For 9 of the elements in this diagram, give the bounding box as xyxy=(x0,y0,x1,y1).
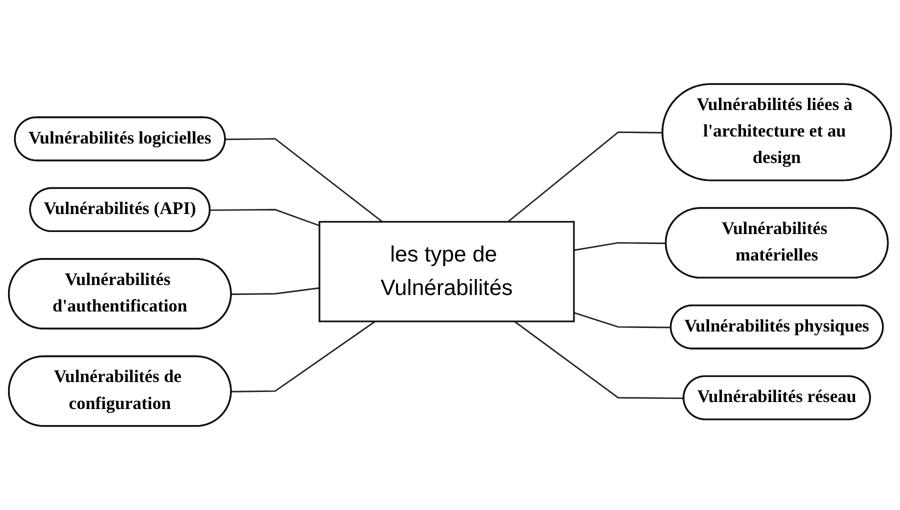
connector xyxy=(210,208,320,226)
connector xyxy=(514,320,684,399)
connector xyxy=(231,320,376,392)
connector xyxy=(574,242,666,251)
connector xyxy=(507,131,663,222)
node-box: les type de Vulnérabilités xyxy=(318,220,575,322)
connector xyxy=(574,312,672,328)
connector xyxy=(231,287,320,295)
connector xyxy=(226,138,383,222)
